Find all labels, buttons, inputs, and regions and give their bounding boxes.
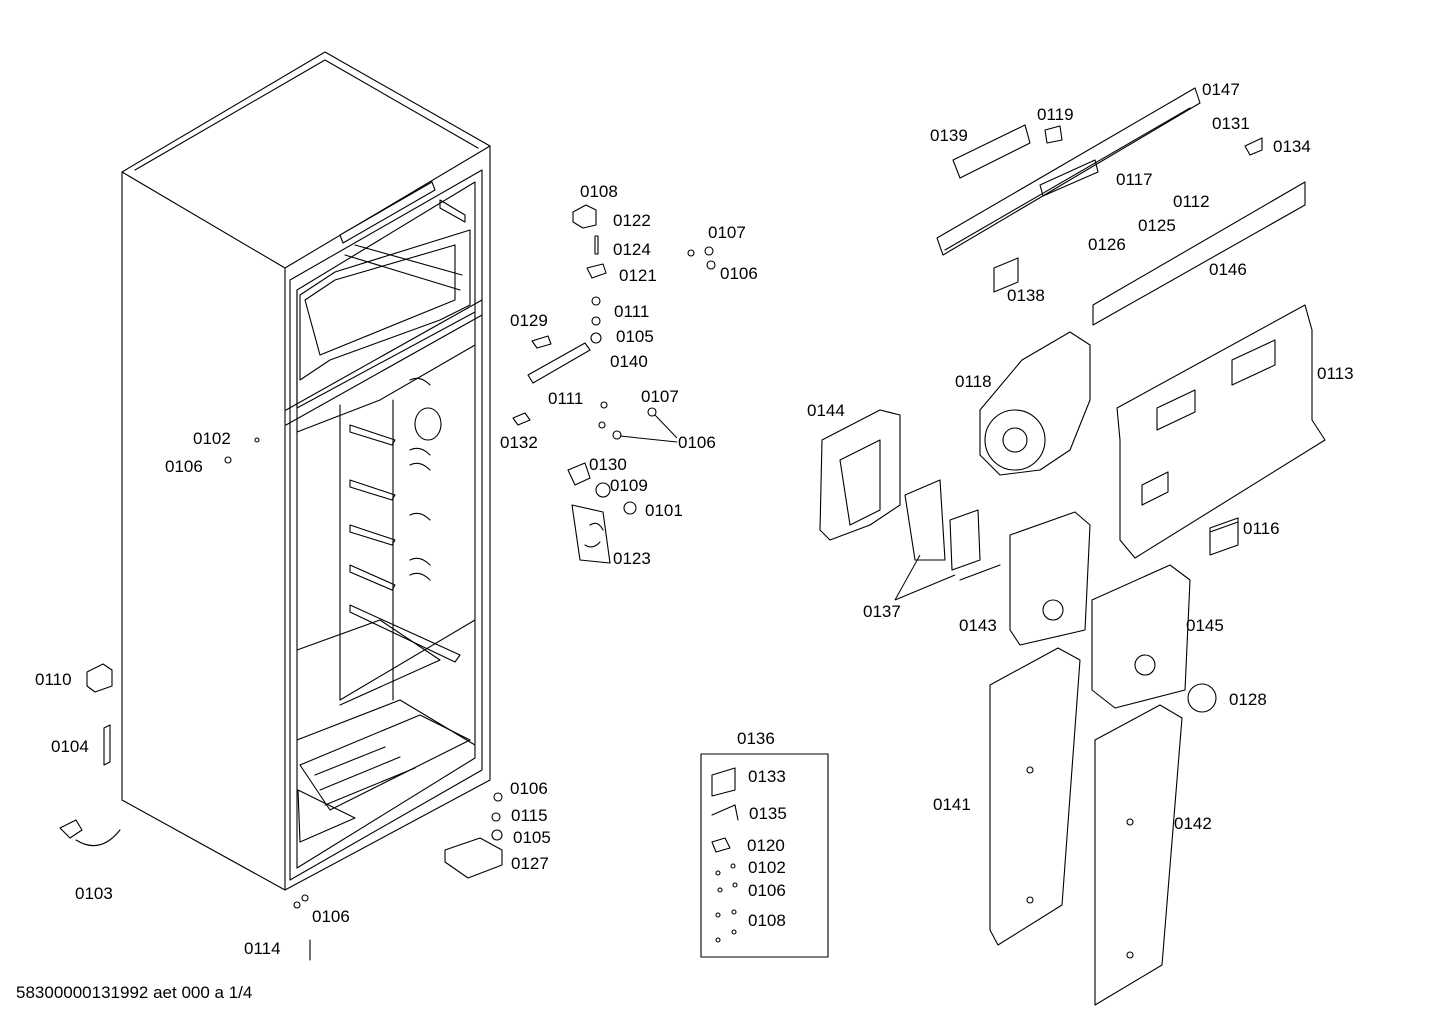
part-label-0108: 0108 xyxy=(580,182,618,201)
part-label-0142: 0142 xyxy=(1174,814,1212,833)
part-label-0106: 0106 xyxy=(312,907,350,926)
part-label-0145: 0145 xyxy=(1186,616,1224,635)
part-label-0114: 0114 xyxy=(244,939,281,958)
left-small-parts-drawing xyxy=(59,437,503,961)
part-label-0135: 0135 xyxy=(749,804,787,823)
part-label-0112: 0112 xyxy=(1173,192,1210,211)
hinge-parts-drawing xyxy=(512,204,716,564)
cabinet-drawing xyxy=(121,51,491,891)
part-label-0115: 0115 xyxy=(511,806,548,825)
part-label-0104: 0104 xyxy=(51,737,89,756)
part-label-0132: 0132 xyxy=(500,433,538,452)
part-label-0147: 0147 xyxy=(1202,80,1240,99)
part-label-0113: 0113 xyxy=(1317,364,1354,383)
part-label-0110: 0110 xyxy=(35,670,72,689)
part-label-0122: 0122 xyxy=(613,211,651,230)
part-label-0136: 0136 xyxy=(737,729,775,748)
part-label-0111: 0111 xyxy=(614,302,649,321)
part-label-0108: 0108 xyxy=(748,911,786,930)
part-label-0127: 0127 xyxy=(511,854,549,873)
part-number-labels: 0108 0122 0124 0121 0107 0106 0111 0105 0129 0140… xyxy=(35,80,1354,958)
part-label-0107: 0107 xyxy=(641,387,679,406)
part-label-0101: 0101 xyxy=(645,501,683,520)
part-label-0140: 0140 xyxy=(610,352,648,371)
part-label-0129: 0129 xyxy=(510,311,548,330)
part-label-0131: 0131 xyxy=(1212,114,1250,133)
document-footer: 58300000131992 aet 000 a 1/4 xyxy=(16,983,252,1002)
part-label-0117: 0117 xyxy=(1116,170,1153,189)
part-label-0116: 0116 xyxy=(1243,519,1280,538)
part-label-0119: 0119 xyxy=(1037,105,1074,124)
part-label-0138: 0138 xyxy=(1007,286,1045,305)
part-label-0130: 0130 xyxy=(589,455,627,474)
part-label-0106: 0106 xyxy=(165,457,203,476)
part-label-0106: 0106 xyxy=(748,881,786,900)
part-label-0106: 0106 xyxy=(678,433,716,452)
part-label-0126: 0126 xyxy=(1088,235,1126,254)
part-label-0118: 0118 xyxy=(955,372,992,391)
part-label-0107: 0107 xyxy=(708,223,746,242)
leader-lines xyxy=(619,414,956,601)
part-label-0141: 0141 xyxy=(933,795,971,814)
part-label-0139: 0139 xyxy=(930,126,968,145)
part-label-0102: 0102 xyxy=(193,429,231,448)
part-label-0121: 0121 xyxy=(619,266,657,285)
part-label-0105: 0105 xyxy=(616,327,654,346)
part-label-0125: 0125 xyxy=(1138,216,1176,235)
part-label-0120: 0120 xyxy=(747,836,785,855)
part-label-0111: 0111 xyxy=(548,389,583,408)
part-label-0128: 0128 xyxy=(1229,690,1267,709)
part-label-0143: 0143 xyxy=(959,616,997,635)
part-label-0103: 0103 xyxy=(75,884,113,903)
part-label-0134: 0134 xyxy=(1273,137,1311,156)
part-label-0106: 0106 xyxy=(510,779,548,798)
part-label-0124: 0124 xyxy=(613,240,651,259)
part-label-0137: 0137 xyxy=(863,602,901,621)
part-label-0105: 0105 xyxy=(513,828,551,847)
part-label-0133: 0133 xyxy=(748,767,786,786)
part-label-0146: 0146 xyxy=(1209,260,1247,279)
part-label-0123: 0123 xyxy=(613,549,651,568)
part-label-0144: 0144 xyxy=(807,401,845,420)
part-label-0102: 0102 xyxy=(748,858,786,877)
kit-box-0136 xyxy=(700,753,829,958)
part-label-0106: 0106 xyxy=(720,264,758,283)
right-assemblies-drawing xyxy=(819,87,1326,1006)
part-label-0109: 0109 xyxy=(610,476,648,495)
